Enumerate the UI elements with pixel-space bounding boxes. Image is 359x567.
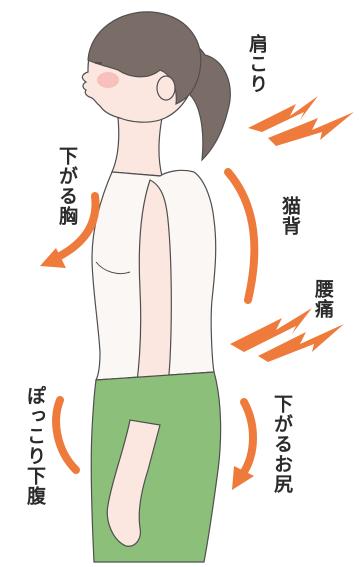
label-drooping-chest: 下がる胸 — [56, 146, 78, 226]
belly-pouch-arc — [56, 400, 76, 470]
label-back-pain: 腰痛 — [312, 279, 334, 319]
label-shoulder-stiffness: 肩こり — [246, 34, 268, 94]
cheek — [97, 72, 119, 88]
label-belly-pouch: ぽっこり下腹 — [24, 386, 46, 506]
shorts — [91, 372, 220, 562]
label-rounded-back: 猫背 — [279, 196, 301, 236]
sagging-buttocks-arrow — [244, 402, 253, 472]
neck — [112, 118, 162, 176]
ear — [157, 76, 175, 100]
label-sagging-buttocks: 下がるお尻 — [271, 394, 293, 494]
rounded-back-arc — [228, 172, 254, 300]
